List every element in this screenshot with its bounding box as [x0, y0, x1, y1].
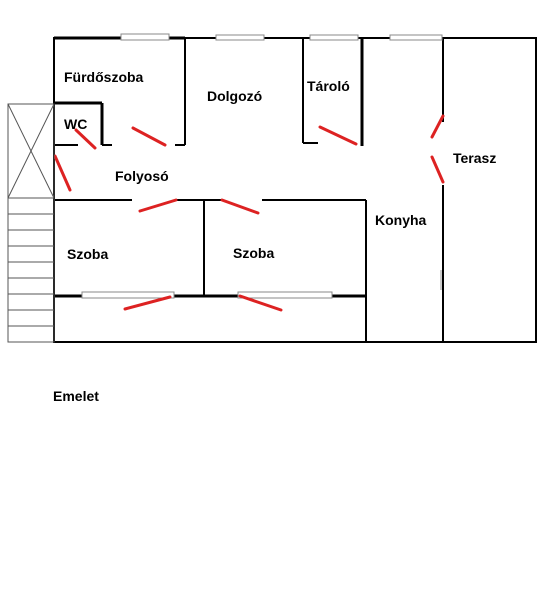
door-swing	[123, 295, 172, 311]
window	[120, 33, 170, 41]
door-swing	[74, 128, 97, 150]
window	[237, 291, 333, 299]
door-swing	[430, 155, 445, 184]
window	[81, 291, 175, 299]
door-swing	[138, 198, 178, 213]
door-swing	[53, 154, 72, 192]
door-swing	[220, 198, 260, 215]
window	[389, 34, 443, 41]
windows	[81, 33, 443, 299]
door-swing	[131, 126, 167, 147]
window	[215, 34, 265, 41]
floor-caption: Emelet	[53, 388, 99, 404]
staircase	[7, 103, 55, 343]
room-label-terasz: Terasz	[453, 150, 496, 166]
room-label-tarolo: Tároló	[307, 78, 350, 94]
doors	[53, 114, 445, 312]
door-swing	[318, 125, 358, 146]
room-label-konyha: Konyha	[375, 212, 427, 228]
room-label-furdoszoba: Fürdőszoba	[64, 69, 144, 85]
window	[309, 34, 359, 41]
room-label-dolgozo: Dolgozó	[207, 88, 262, 104]
room-label-folyoso: Folyosó	[115, 168, 169, 184]
room-label-wc: WC	[64, 116, 87, 132]
door-swing	[238, 294, 283, 312]
room-label-szoba-1: Szoba	[67, 246, 108, 262]
room-label-szoba-2: Szoba	[233, 245, 274, 261]
door-swing	[430, 114, 445, 139]
